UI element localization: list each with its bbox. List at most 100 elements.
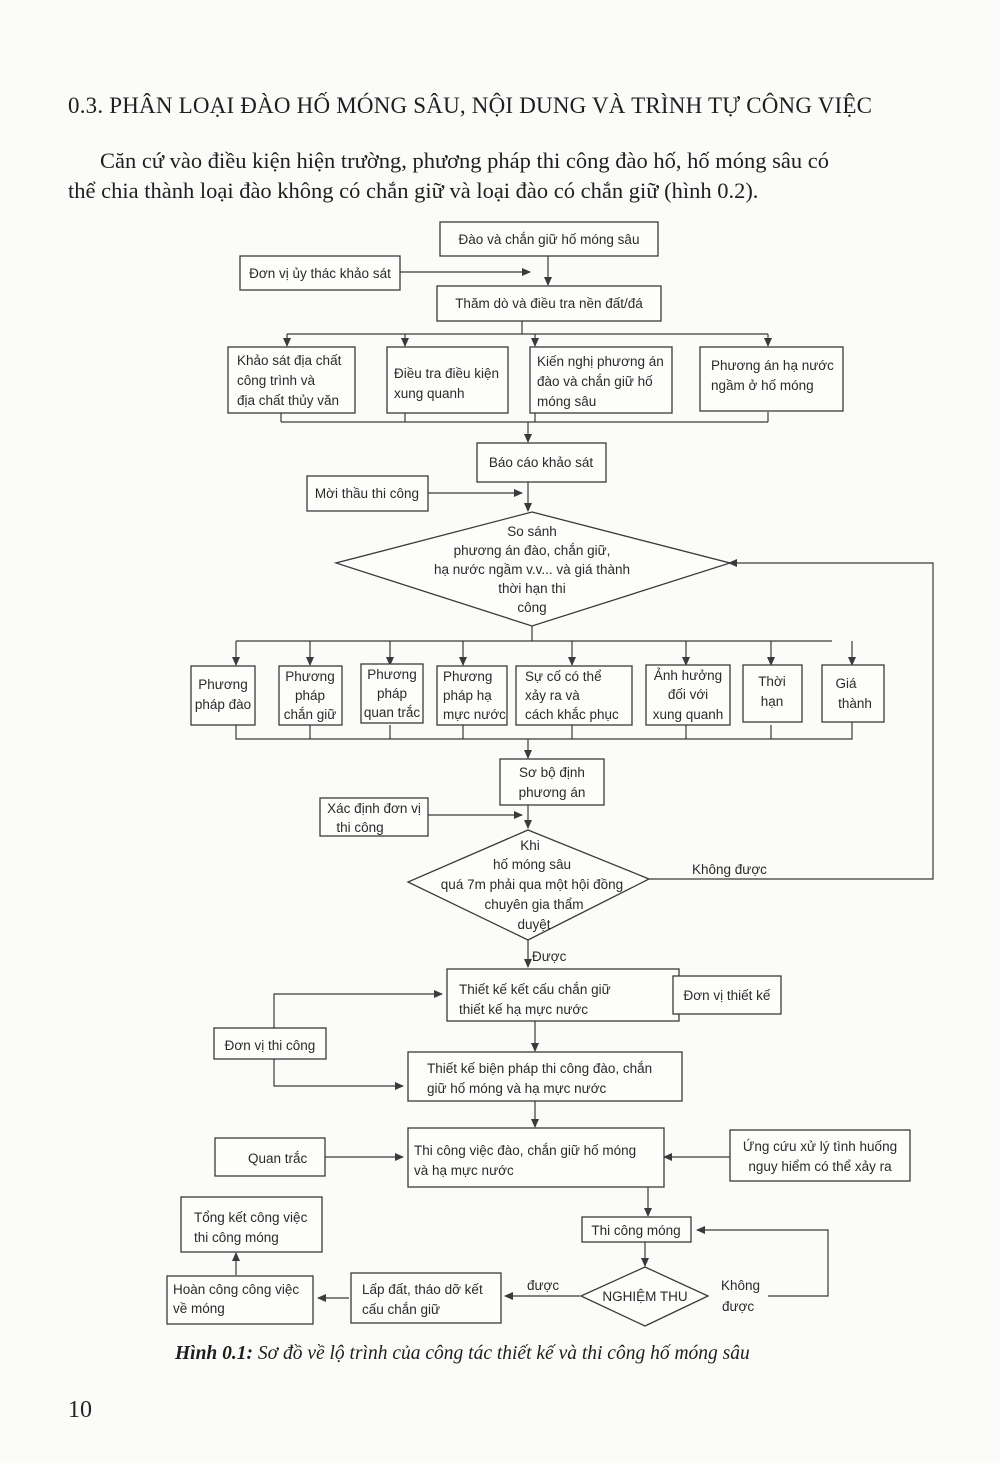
text-line: chuyên gia thẩm [484, 897, 583, 912]
text-line: Thời [758, 674, 786, 689]
criteria-box-7: Thời hạn [742, 664, 803, 723]
text-line: phương án [519, 785, 586, 800]
figure-caption-text: Sơ đồ về lộ trình của công tác thiết kế … [253, 1343, 750, 1364]
bus-criteria-bottom-lines [235, 722, 853, 740]
text-line: hạ nước ngầm v.v... và giá thành [434, 562, 630, 577]
text-line: hạn [761, 694, 784, 709]
text-line: Khi [520, 838, 540, 853]
text-line: đào và chắn giữ hố [537, 374, 653, 389]
box-survey-report-text: Báo cáo khảo sát [489, 455, 594, 470]
text-line: thi công móng [194, 1230, 279, 1245]
text-line: Phương [285, 669, 334, 684]
box-preliminary: Sơ bộ định phương án [499, 758, 605, 806]
text-line: Tổng kết công việc [194, 1210, 308, 1225]
text-line: ngầm ở hố móng [711, 378, 814, 393]
text-line: pháp hạ [443, 688, 492, 703]
text-line: pháp [295, 688, 325, 703]
text-line: Phương [367, 667, 416, 682]
criteria-box-1: Phương pháp đào [190, 665, 256, 726]
arrow-rejected-feedback [649, 559, 934, 880]
label-approved: Được [532, 949, 567, 964]
decision-expert: Khi hố móng sâu quá 7m phải qua một hội … [406, 829, 651, 941]
text-line: thành [838, 696, 872, 711]
text-line: cách khắc phục [525, 707, 619, 722]
box-survey-4: Phương án hạ nước ngầm ở hố móng [699, 346, 844, 412]
box-survey-2: Điều tra điều kiện xung quanh [386, 346, 509, 414]
text-line: xung quanh [394, 386, 465, 401]
text-line: So sánh [507, 524, 557, 539]
text-line: và hạ mực nước [414, 1163, 514, 1178]
box-completion: Hoàn công công việc về móng [166, 1275, 314, 1325]
criteria-box-2: Phương pháp chắn giữ [278, 665, 343, 726]
box-survey-report: Báo cáo khảo sát [476, 442, 607, 483]
text-line: Hoàn công công việc [173, 1282, 299, 1297]
criteria-box-4: Phương pháp hạ mực nước [436, 665, 508, 726]
text-line: Ứng cứu xử lý tình huống [743, 1139, 897, 1154]
text-line: pháp [377, 686, 407, 701]
criteria-box-5: Sự cố có thể xảy ra và cách khắc phục [515, 665, 633, 726]
text-line: mực nước [443, 707, 506, 722]
box-start-text: Đào và chắn giữ hố móng sâu [459, 232, 640, 247]
box-monitoring: Quan trắc [214, 1137, 326, 1177]
text-line: xảy ra và [525, 688, 580, 703]
text-line: Khảo sát địa chất [237, 353, 342, 368]
intro-paragraph: Căn cứ vào điều kiện hiện trường, phương… [68, 146, 973, 206]
criteria-arrows [232, 641, 856, 666]
connectors [232, 255, 934, 1302]
text-line: thời hạn thi [498, 581, 565, 596]
box-survey-client-text: Đơn vị ủy thác khảo sát [249, 266, 391, 281]
text-line: Phương [198, 677, 247, 692]
text-line: Phương án hạ nước [711, 358, 834, 373]
text-line: quá 7m phải qua một hội đồng [441, 877, 623, 892]
section-heading: 0.3. PHÂN LOẠI ĐÀO HỐ MÓNG SÂU, NỘI DUNG… [68, 93, 873, 118]
text-line: công trình và [237, 373, 316, 388]
label-acceptance-fail-2: được [722, 1299, 754, 1314]
criteria-box-6: Ảnh hưởng đối với xung quanh [645, 664, 731, 726]
intro-line-2: thể chia thành loại đào không có chắn gi… [68, 178, 759, 203]
box-tender-text: Mời thầu thi công [315, 486, 419, 501]
box-construction-unit: Đơn vị thi công [213, 1027, 327, 1060]
text-line: giữ hố móng và hạ mực nước [427, 1081, 607, 1096]
box-emergency: Ứng cứu xử lý tình huống nguy hiểm có th… [729, 1129, 911, 1182]
text-line: Lấp đất, tháo dỡ kết [362, 1282, 483, 1297]
box-excavation: Thi công việc đào, chắn giữ hố móng và h… [407, 1127, 665, 1188]
text-line: chắn giữ [284, 707, 337, 722]
arrow-construction-to-design [273, 990, 443, 1028]
text-line: đối với [668, 687, 708, 702]
text-line: Sơ bộ định [519, 765, 585, 780]
text-line: thiết kế hạ mực nước [459, 1002, 588, 1017]
text-line: quan trắc [364, 705, 421, 720]
box-foundation-work-text: Thi công móng [591, 1223, 680, 1238]
text-line: duyệt [517, 917, 550, 932]
box-support-design: Thiết kế kết cấu chắn giữ thiết kế hạ mự… [446, 968, 680, 1022]
box-design-unit-text: Đơn vị thiết kế [684, 988, 771, 1003]
box-survey-3: Kiến nghị phương án đào và chắn giữ hố m… [529, 346, 673, 414]
label-acceptance-pass: được [527, 1278, 559, 1293]
decision-acceptance-text: NGHIỆM THU [602, 1289, 687, 1304]
text-line: thi công [336, 820, 383, 835]
box-investigation-text: Thăm dò và điều tra nền đất/đá [455, 296, 643, 311]
text-line: Điều tra điều kiện [394, 366, 499, 381]
text-line: Thiết kế kết cấu chắn giữ [459, 982, 611, 997]
box-investigation: Thăm dò và điều tra nền đất/đá [436, 285, 662, 322]
decision-acceptance: NGHIỆM THU [579, 1266, 710, 1327]
box-summary: Tổng kết công việc thi công móng [180, 1196, 323, 1253]
text-line: Xác định đơn vị [327, 801, 421, 816]
box-construction-unit-text: Đơn vị thi công [225, 1038, 316, 1053]
arrow-acceptance-fail [696, 1226, 829, 1297]
box-survey-client: Đơn vị ủy thác khảo sát [239, 255, 401, 291]
text-line: Thiết kế biện pháp thi công đào, chắn [427, 1061, 652, 1076]
box-contractor-select: Xác định đơn vị thi công [319, 797, 429, 837]
text-line: Kiến nghị phương án [537, 354, 664, 369]
text-line: địa chất thủy văn [237, 393, 339, 408]
text-line: công [517, 600, 546, 615]
box-survey-1: Khảo sát địa chất công trình và địa chất… [227, 346, 356, 414]
box-backfill: Lấp đất, tháo dỡ kết cấu chắn giữ [350, 1272, 502, 1324]
arrow-construction-to-method [273, 1059, 404, 1090]
intro-line-1: Căn cứ vào điều kiện hiện trường, phương… [100, 148, 829, 173]
text-line: hố móng sâu [493, 857, 571, 872]
box-method-design: Thiết kế biện pháp thi công đào, chắn gi… [407, 1051, 683, 1102]
text-line: phương án đào, chắn giữ, [454, 543, 611, 558]
label-acceptance-fail-1: Không [721, 1278, 760, 1293]
